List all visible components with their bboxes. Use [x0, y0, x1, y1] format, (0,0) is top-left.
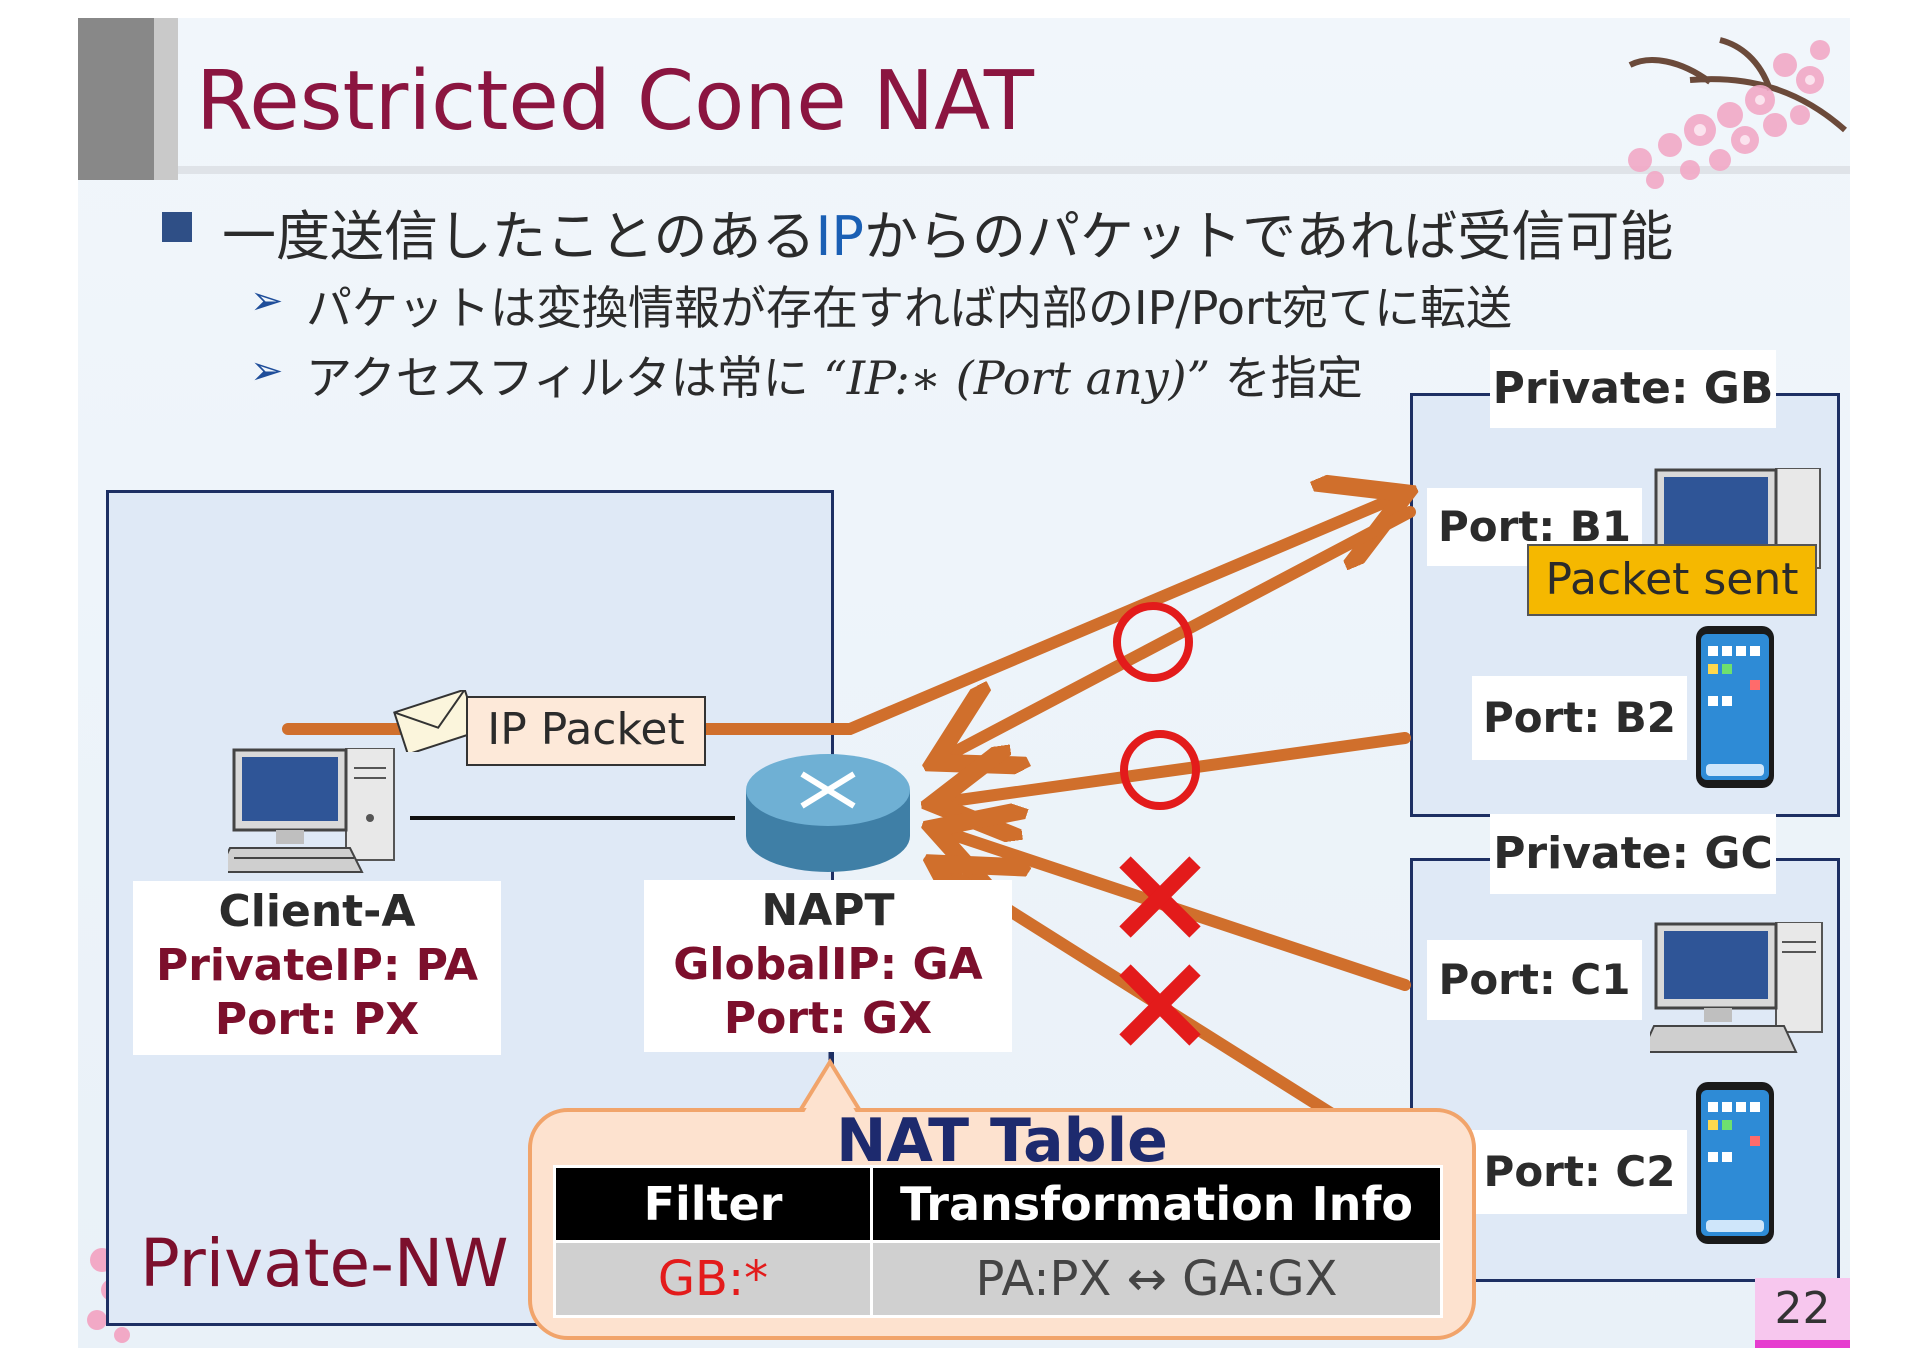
- cross-ng-icon: [1119, 856, 1201, 938]
- circle-ok-icon: [1120, 730, 1200, 810]
- client-a-label: Client-A PrivateIP: PA Port: PX: [133, 881, 501, 1055]
- callout-pointer-fill: [802, 1068, 858, 1116]
- title-accent-bar: [78, 18, 154, 180]
- bullet-main-text-1: 一度送信したことのある: [222, 205, 816, 268]
- bullet-sub-2-math: “IP:∗ (Port any)”: [823, 351, 1211, 405]
- nat-table: Filter Transformation Info GB:* PA:PX ↔ …: [553, 1165, 1443, 1318]
- sub-bullet-arrow-icon: ➢: [250, 278, 284, 324]
- client-a-port: Port: PX: [214, 994, 420, 1045]
- napt-port: Port: GX: [723, 993, 933, 1044]
- napt-global-ip: GlobalIP: GA: [673, 939, 983, 990]
- sub-bullet-arrow-icon: ➢: [250, 348, 284, 394]
- return-arrow-b1: [945, 506, 1416, 757]
- port-b2-label: Port: B2: [1472, 676, 1687, 760]
- return-arrow-b2: [945, 732, 1411, 802]
- client-a-name: Client-A: [218, 886, 416, 937]
- packet-sent-badge: Packet sent: [1527, 544, 1817, 616]
- napt-label: NAPT GlobalIP: GA Port: GX: [644, 880, 1012, 1052]
- page-number: 22: [1755, 1278, 1850, 1348]
- title-accent-bar-light: [154, 18, 178, 180]
- page-title: Restricted Cone NAT: [196, 54, 1034, 149]
- bullet-sub-2-text-2: を指定: [1224, 351, 1363, 405]
- nat-table-transform-cell: PA:PX ↔ GA:GX: [870, 1240, 1443, 1318]
- smartphone-icon: [1696, 1082, 1774, 1244]
- port-c2-label: Port: C2: [1472, 1130, 1687, 1214]
- ip-packet-label: IP Packet: [466, 696, 706, 766]
- desktop-computer-icon: [1650, 922, 1823, 1053]
- port-c1-label: Port: C1: [1427, 940, 1642, 1020]
- private-gc-title: Private: GC: [1490, 814, 1776, 894]
- bullet-main-text-2: からのパケットであれば受信可能: [863, 205, 1674, 268]
- bullet-main-ip: IP: [815, 205, 864, 268]
- client-a-private-ip: PrivateIP: PA: [155, 940, 479, 991]
- smartphone-icon: [1696, 626, 1774, 788]
- bullet-square-icon: [162, 212, 192, 242]
- nat-table-title: NAT Table: [836, 1106, 1168, 1176]
- router-icon: [746, 754, 910, 872]
- title-underline: [178, 166, 1850, 174]
- cherry-blossom-icon: [1628, 37, 1847, 189]
- table-row: GB:* PA:PX ↔ GA:GX: [553, 1240, 1443, 1318]
- bullet-sub-2: アクセスフィルタは常に “IP:∗ (Port any)” を指定: [306, 342, 1363, 408]
- cross-ng-icon: [1119, 964, 1201, 1046]
- nat-table-filter-cell: GB:*: [553, 1240, 873, 1318]
- private-nw-label: Private-NW: [140, 1225, 509, 1302]
- nat-table-header-transform: Transformation Info: [870, 1165, 1443, 1243]
- nat-table-header-filter: Filter: [553, 1165, 873, 1243]
- nat-table-header-row: Filter Transformation Info: [553, 1165, 1443, 1243]
- bullet-sub-1: パケットは変換情報が存在すれば内部のIP/Port宛てに転送: [306, 281, 1512, 335]
- bullet-main: 一度送信したことのあるIPからのパケットであれば受信可能: [222, 192, 1673, 271]
- circle-ok-icon: [1113, 602, 1193, 682]
- bullet-sub-2-text-1: アクセスフィルタは常に: [306, 351, 809, 405]
- napt-name: NAPT: [761, 885, 895, 936]
- desktop-computer-icon: [228, 748, 395, 873]
- private-gb-title: Private: GB: [1490, 350, 1776, 428]
